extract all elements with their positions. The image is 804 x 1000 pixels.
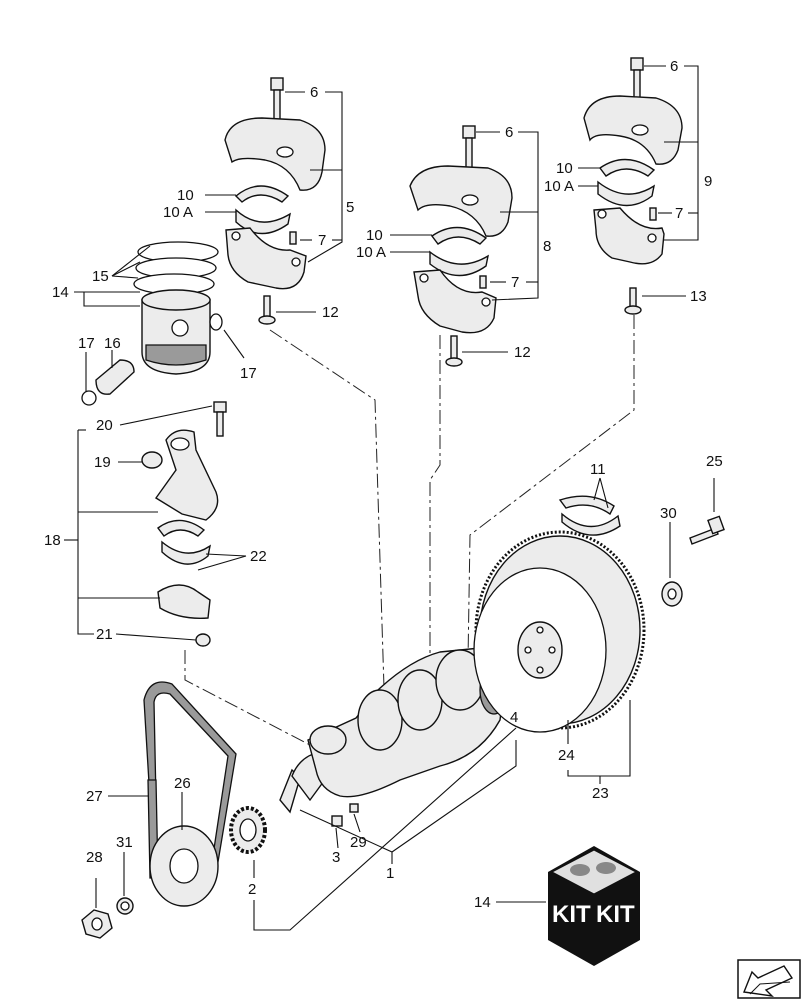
callout-28: 28 (86, 849, 103, 866)
callout-11: 11 (590, 461, 606, 478)
callout-26: 26 (174, 775, 191, 792)
callout-14-piston: 14 (52, 284, 69, 301)
callout-6-left: 6 (310, 84, 318, 101)
callout-15: 15 (92, 268, 109, 285)
callout-19: 19 (94, 454, 111, 471)
callout-23: 23 (592, 785, 609, 802)
callout-6-middle: 6 (505, 124, 513, 141)
callout-6-right: 6 (670, 58, 678, 75)
callout-17-left: 17 (78, 335, 95, 352)
callout-2: 2 (248, 881, 256, 898)
callout-25: 25 (706, 453, 723, 470)
callout-20: 20 (96, 417, 113, 434)
callout-10-left: 10 (177, 187, 194, 204)
piston-assembly (133, 241, 219, 375)
crankshaft-gear (229, 806, 267, 854)
callout-7-right: 7 (675, 205, 683, 222)
flywheel (473, 530, 646, 733)
callout-3: 3 (332, 849, 340, 866)
callout-12-left: 12 (322, 304, 339, 321)
flywheel-bolt-and-washer (661, 515, 725, 607)
previous-page-arrow-icon[interactable] (737, 959, 801, 999)
piston-pin-and-circlips (81, 313, 223, 406)
callout-29: 29 (350, 834, 367, 851)
belt-and-pulley (143, 681, 237, 907)
callout-13: 13 (690, 288, 707, 305)
kit-box: KIT KIT (548, 846, 640, 966)
callout-31: 31 (116, 834, 133, 851)
callout-1: 1 (386, 865, 394, 882)
callout-14-kit: 14 (474, 894, 491, 911)
callout-10-middle: 10 (366, 227, 383, 244)
callout-17-right: 17 (240, 365, 257, 382)
callout-18: 18 (44, 532, 61, 549)
callout-5: 5 (346, 199, 354, 216)
kit-label-right: KIT (596, 901, 635, 928)
callout-16: 16 (104, 335, 121, 352)
callout-9: 9 (704, 173, 712, 190)
thrust-washers (558, 495, 621, 536)
callout-7-middle: 7 (511, 274, 519, 291)
callout-27: 27 (86, 788, 103, 805)
callout-4: 4 (510, 709, 518, 726)
kit-label-left: KIT (552, 901, 591, 928)
callout-8: 8 (543, 238, 551, 255)
callout-30: 30 (660, 505, 677, 522)
callout-21: 21 (96, 626, 113, 643)
callout-10a-left: 10 A (163, 204, 193, 221)
callout-22: 22 (250, 548, 267, 565)
callout-7-left: 7 (318, 232, 326, 249)
connecting-rod (141, 401, 227, 647)
callout-12-middle: 12 (514, 344, 531, 361)
main-bearing-set-5 (224, 77, 326, 325)
pulley-nut-and-washer (81, 897, 134, 939)
main-bearing-set-8 (409, 125, 513, 367)
leader-lines (64, 65, 715, 931)
callout-labels: 6 5 10 10 A 7 12 6 8 10 10 A 7 12 6 9 10… (44, 58, 723, 911)
callout-10-right: 10 (556, 160, 573, 177)
callout-10a-middle: 10 A (356, 244, 386, 261)
callout-10a-right: 10 A (544, 178, 574, 195)
callout-24: 24 (558, 747, 575, 764)
main-bearing-set-9 (583, 57, 683, 315)
